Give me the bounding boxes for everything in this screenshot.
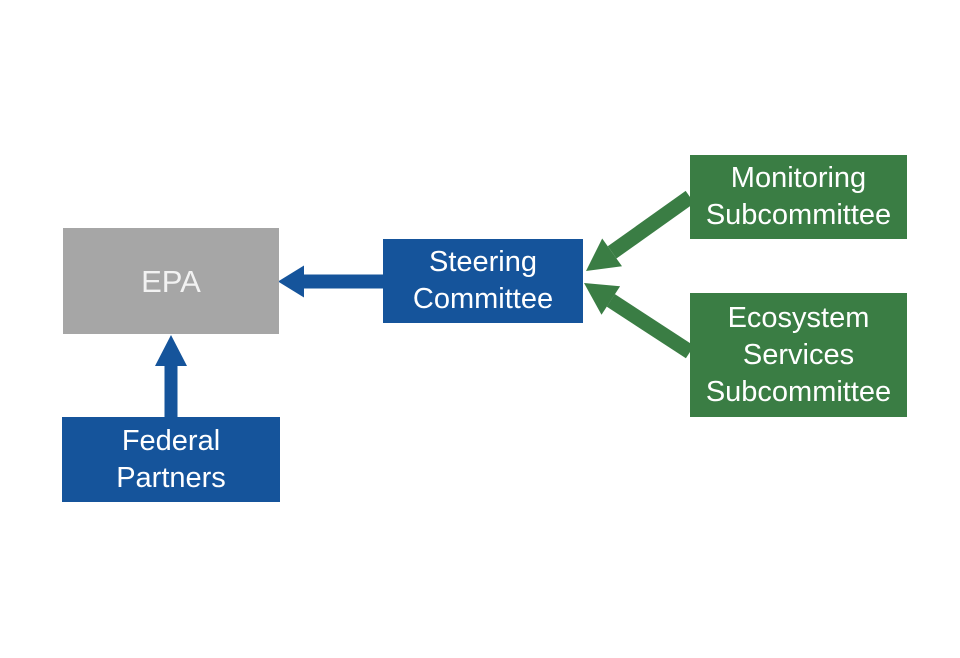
arrow-ecosystem-to-steering xyxy=(584,283,695,359)
node-steering-committee: Steering Committee xyxy=(383,239,583,323)
node-federal-partners-label: Federal Partners xyxy=(116,424,226,494)
node-federal-partners: Federal Partners xyxy=(62,417,280,502)
node-epa-label: EPA xyxy=(141,263,201,299)
node-monitoring-subcommittee-label: Monitoring Subcommittee xyxy=(705,162,892,231)
node-steering-committee-label: Steering Committee xyxy=(412,246,554,315)
arrow-federal-to-epa xyxy=(155,335,187,417)
node-ecosystem-services-subcommittee-label: Ecosystem Services Subcommittee xyxy=(705,301,892,408)
node-monitoring-subcommittee: Monitoring Subcommittee xyxy=(690,155,907,239)
node-ecosystem-services-subcommittee: Ecosystem Services Subcommittee xyxy=(690,293,907,417)
arrow-shaft xyxy=(606,294,695,359)
arrow-head xyxy=(155,335,187,366)
arrow-head xyxy=(278,265,304,298)
arrow-shaft xyxy=(607,190,695,259)
node-epa: EPA xyxy=(63,228,279,334)
arrow-monitoring-to-steering xyxy=(586,190,695,271)
arrow-head xyxy=(584,283,621,315)
arrow-steering-to-epa xyxy=(278,265,383,298)
arrow-head xyxy=(586,238,622,271)
